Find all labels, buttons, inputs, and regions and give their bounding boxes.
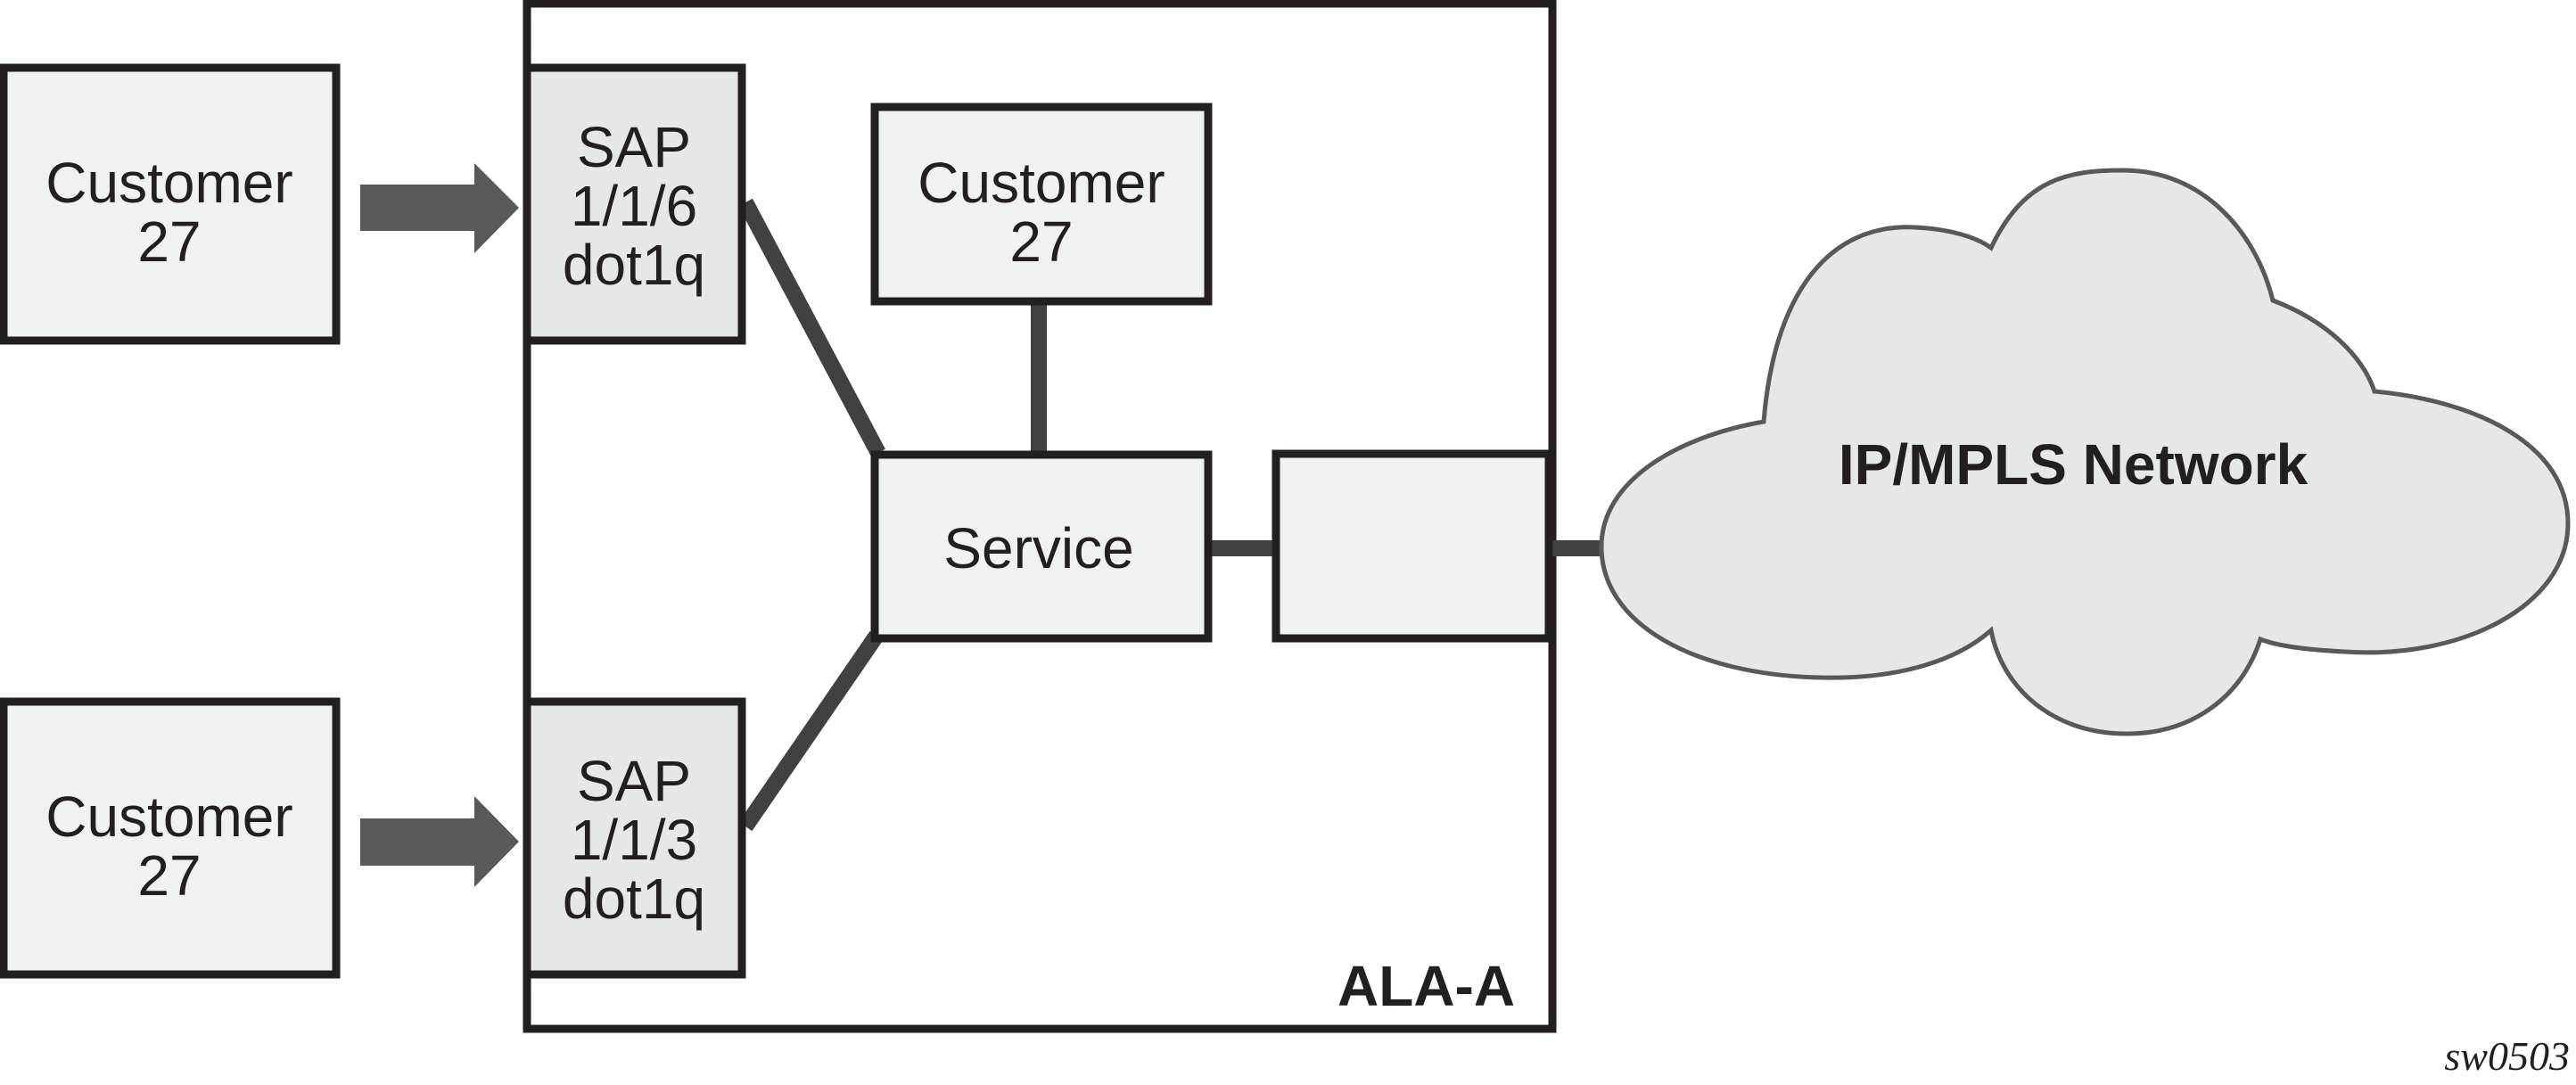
customer-top-line2: 27 xyxy=(137,210,201,274)
arrow-right-icon xyxy=(360,796,519,887)
customer-box-top-rect xyxy=(0,63,341,345)
sap-box-top-rect xyxy=(523,63,746,345)
service-rect xyxy=(870,450,1213,643)
customer-bottom-line2: 27 xyxy=(137,843,201,908)
sap-bottom-line2: 1/1/3 xyxy=(571,808,697,872)
sap-box-bottom-rect xyxy=(523,697,746,979)
cloud-icon xyxy=(1599,168,2571,736)
sap-bottom-line3: dot1q xyxy=(563,867,705,931)
sap-box-top: SAP 1/1/6 dot1q xyxy=(523,63,746,345)
customer-bottom-line1: Customer xyxy=(45,785,292,849)
sap-top-line1: SAP xyxy=(577,115,691,179)
inner-customer-line1: Customer xyxy=(918,151,1165,215)
sap-box-bottom: SAP 1/1/3 dot1q xyxy=(523,697,746,979)
sdp-box xyxy=(1272,449,1553,643)
sap-top-line3: dot1q xyxy=(563,233,705,297)
link-sap-top-to-service xyxy=(738,198,885,457)
link-sap-bottom-to-service xyxy=(738,630,884,832)
customer-box-bottom: Customer 27 xyxy=(0,697,341,979)
inner-customer-rect xyxy=(870,103,1213,306)
ala-a-node-label: ALA-A xyxy=(1337,954,1515,1018)
service-label: Service xyxy=(943,516,1133,580)
figure-id: sw0503 xyxy=(2444,1033,2570,1079)
service-box: Service xyxy=(870,450,1213,643)
inner-customer-box: Customer 27 xyxy=(870,103,1213,306)
customer-box-bottom-rect xyxy=(0,697,341,979)
customer-top-line1: Customer xyxy=(45,151,292,215)
inner-customer-line2: 27 xyxy=(1009,210,1073,274)
ip-mpls-network-cloud: IP/MPLS Network xyxy=(1599,168,2571,736)
sap-top-line2: 1/1/6 xyxy=(571,174,697,238)
arrow-right-icon xyxy=(360,163,519,253)
sap-bottom-line1: SAP xyxy=(577,749,691,813)
network-label: IP/MPLS Network xyxy=(1839,432,2309,497)
customer-box-top: Customer 27 xyxy=(0,63,341,345)
